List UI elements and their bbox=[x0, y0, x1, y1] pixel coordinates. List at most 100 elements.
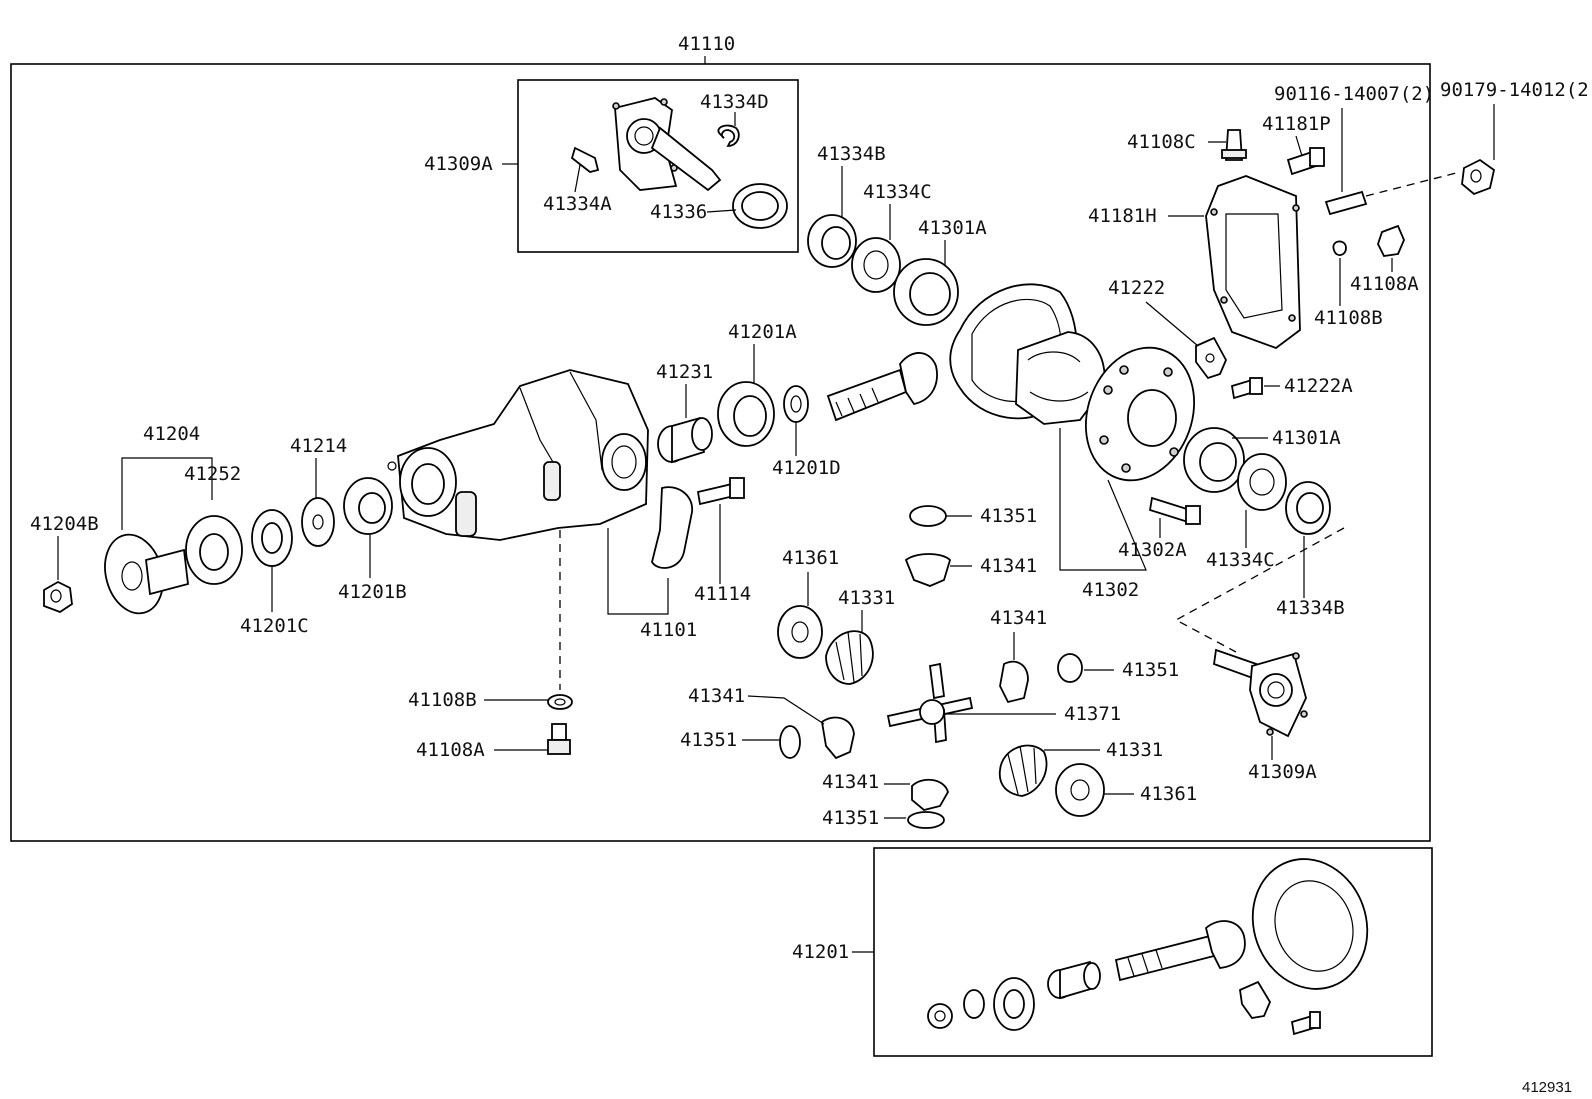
label-41331-b: 41331 bbox=[1106, 739, 1163, 761]
drive-pinion-part bbox=[826, 352, 938, 422]
gasket-41108B-left-part bbox=[547, 694, 573, 710]
kit-ring-gear-part bbox=[1251, 858, 1369, 990]
side-gear-41331-b-part bbox=[998, 744, 1048, 797]
label-41201B: 41201B bbox=[338, 581, 407, 603]
right-flange-dashed-leader bbox=[1174, 527, 1345, 653]
label-41110: 41110 bbox=[678, 33, 735, 55]
pinion-gear-41341-d-part bbox=[911, 778, 949, 811]
hub-bolt-part bbox=[570, 146, 600, 173]
dust-deflector-41252-part bbox=[185, 515, 243, 585]
label-41351-d: 41351 bbox=[822, 807, 879, 829]
label-41334B-top: 41334B bbox=[817, 143, 886, 165]
label-41334D: 41334D bbox=[700, 91, 769, 113]
ring-gear-bolt-41302A-part bbox=[1148, 496, 1201, 525]
snap-ring-part bbox=[717, 124, 740, 147]
label-41108C: 41108C bbox=[1127, 131, 1196, 153]
label-41101: 41101 bbox=[640, 619, 697, 641]
label-41334C-top: 41334C bbox=[863, 181, 932, 203]
label-41108B-right: 41108B bbox=[1314, 307, 1383, 329]
label-41222A: 41222A bbox=[1284, 375, 1353, 397]
thrust-washer-41351-c-part bbox=[779, 725, 801, 759]
bearing-41201B-part bbox=[343, 477, 393, 535]
label-41181H: 41181H bbox=[1088, 205, 1157, 227]
label-90179-14012: 90179-14012(2) bbox=[1440, 79, 1592, 101]
kit-drive-pinion-part bbox=[1114, 920, 1246, 982]
label-41351-b: 41351 bbox=[1122, 659, 1179, 681]
main-assembly-frame bbox=[10, 63, 1431, 842]
oil-seal-41201C-part bbox=[251, 509, 293, 567]
label-41351-c: 41351 bbox=[680, 729, 737, 751]
label-41204: 41204 bbox=[143, 423, 200, 445]
pinion-gear-41341-c-part bbox=[821, 716, 855, 760]
label-41181P: 41181P bbox=[1262, 113, 1331, 135]
lock-plate-41222-part bbox=[1195, 336, 1227, 380]
nut-90179-part bbox=[1461, 158, 1496, 196]
label-41334A: 41334A bbox=[543, 193, 612, 215]
stud-dashed-leader bbox=[1365, 171, 1461, 197]
carrier-housing-41101-part bbox=[387, 369, 649, 541]
label-41361-b: 41361 bbox=[1140, 783, 1197, 805]
bearing-41334B-right-part bbox=[1285, 481, 1331, 535]
cap-bolt-41114-part bbox=[696, 477, 745, 506]
label-41214: 41214 bbox=[290, 435, 347, 457]
pinion-shaft-41371-part bbox=[886, 662, 974, 744]
kit-seal-part bbox=[993, 977, 1035, 1031]
drain-plug-41108A-left-part bbox=[547, 723, 571, 755]
drain-plug-41108A-right-part bbox=[1377, 224, 1405, 257]
label-41222: 41222 bbox=[1108, 277, 1165, 299]
bearing-cap-41101-part bbox=[651, 486, 693, 569]
label-41334C-right: 41334C bbox=[1206, 549, 1275, 571]
kit-spacer-part bbox=[1047, 960, 1101, 1000]
label-41302A: 41302A bbox=[1118, 539, 1187, 561]
pinion-gear-41341-a-part bbox=[904, 553, 952, 587]
bearing-race-41301A-right-part bbox=[1183, 427, 1245, 493]
label-41301A-right: 41301A bbox=[1272, 427, 1341, 449]
carrier-cover-part bbox=[1205, 175, 1301, 350]
thrust-washer-41361-a-part bbox=[777, 605, 823, 659]
differential-case-part bbox=[1015, 331, 1106, 425]
label-41309A-top: 41309A bbox=[424, 153, 493, 175]
shim-41334C-top-part bbox=[851, 237, 901, 293]
label-41301A-top: 41301A bbox=[918, 217, 987, 239]
label-41361-a: 41361 bbox=[782, 547, 839, 569]
label-41341-b: 41341 bbox=[990, 607, 1047, 629]
label-41252: 41252 bbox=[184, 463, 241, 485]
stud-bolt-90116-part bbox=[1324, 190, 1368, 216]
cover-bolt-41181P-part bbox=[1286, 147, 1325, 176]
label-41108A-right: 41108A bbox=[1350, 273, 1419, 295]
axle-shaft-flange-part bbox=[612, 97, 722, 192]
differential-case-flange-part bbox=[1084, 346, 1196, 482]
pinion-gear-41341-b-part bbox=[999, 660, 1029, 704]
label-41108A-left: 41108A bbox=[416, 739, 485, 761]
label-41351-a: 41351 bbox=[980, 505, 1037, 527]
gasket-41108B-right-part bbox=[1332, 240, 1347, 256]
thrust-washer-41351-a-part bbox=[909, 505, 947, 527]
thrust-washer-41351-b-part bbox=[1057, 653, 1083, 683]
bearing-race-41301A-top-part bbox=[893, 258, 959, 326]
oil-seal-41336-part bbox=[732, 183, 788, 229]
label-41108B-left: 41108B bbox=[408, 689, 477, 711]
companion-nut-41204B-part bbox=[43, 580, 73, 614]
document-reference-number: 412931 bbox=[1522, 1079, 1572, 1096]
lock-bolt-41222A-part bbox=[1230, 377, 1263, 400]
bearing-subassembly-frame bbox=[517, 79, 799, 253]
thrust-washer-41351-d-part bbox=[907, 811, 945, 829]
breather-plug-41108C-part bbox=[1221, 129, 1247, 161]
label-41204B: 41204B bbox=[30, 513, 99, 535]
label-41341-d: 41341 bbox=[822, 771, 879, 793]
label-90116-14007: 90116-14007(2) bbox=[1274, 83, 1434, 105]
kit-slinger-part bbox=[963, 989, 985, 1019]
thrust-washer-41361-b-part bbox=[1055, 763, 1105, 817]
spacer-41231-part bbox=[657, 416, 713, 464]
label-41309A-right: 41309A bbox=[1248, 761, 1317, 783]
label-41231: 41231 bbox=[656, 361, 713, 383]
kit-nut-part bbox=[927, 1003, 953, 1029]
label-41334B-right: 41334B bbox=[1276, 597, 1345, 619]
oil-slinger-41214-part bbox=[301, 497, 335, 547]
label-41201: 41201 bbox=[792, 941, 849, 963]
label-41114: 41114 bbox=[694, 583, 751, 605]
kit-lock-bolt-part bbox=[1290, 1011, 1321, 1036]
shim-41334C-right-part bbox=[1237, 453, 1287, 511]
axle-shaft-flange-right-part bbox=[1213, 648, 1308, 738]
